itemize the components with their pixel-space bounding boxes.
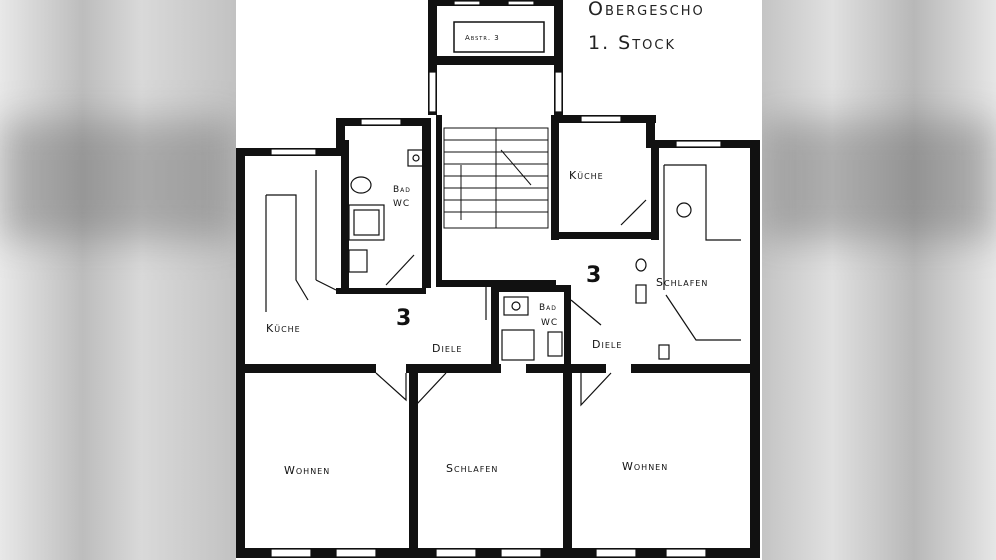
room-label-diele-right: Diele (592, 338, 622, 351)
kitchen-fixtures-right (620, 199, 647, 304)
bathroom-fixtures-middle (501, 296, 602, 361)
floor-plan-svg: Obergescho 1. Stock (236, 0, 762, 560)
room-label-wohnen-left: Wohnen (284, 464, 330, 477)
plan-title-line2: 1. Stock (588, 32, 676, 54)
apartment-number-right: 3 (586, 263, 602, 288)
plan-title-line1: Obergescho (588, 0, 705, 20)
kitchen-fixtures-left (265, 170, 337, 312)
apartment-number-left: 3 (396, 306, 412, 331)
staircase (443, 127, 549, 229)
room-label-wc-right: WC (541, 318, 558, 328)
walls (236, 0, 760, 558)
door-swings (375, 284, 612, 407)
blurred-background-right (762, 0, 996, 560)
room-label-bad-right: Bad (539, 303, 557, 313)
bedroom-fixtures-right (658, 164, 741, 360)
room-label-schlafen-middle: Schlafen (446, 462, 498, 475)
blurred-background-left (0, 0, 236, 560)
room-label-diele-left: Diele (432, 342, 462, 355)
room-label-wc-left: WC (393, 199, 410, 209)
windows (270, 0, 722, 558)
bathroom-fixtures-left (348, 149, 425, 286)
room-label-kuche-right: Küche (569, 169, 604, 182)
room-label-wohnen-right: Wohnen (622, 460, 668, 473)
room-label-kuche-left: Küche (266, 322, 301, 335)
room-label-bad-left: Bad (393, 185, 411, 195)
floor-plan-image: Obergescho 1. Stock (236, 0, 762, 560)
room-label-schlafen-right: Schlafen (656, 276, 708, 289)
room-label-abstr: Abstr. 3 (465, 34, 500, 42)
